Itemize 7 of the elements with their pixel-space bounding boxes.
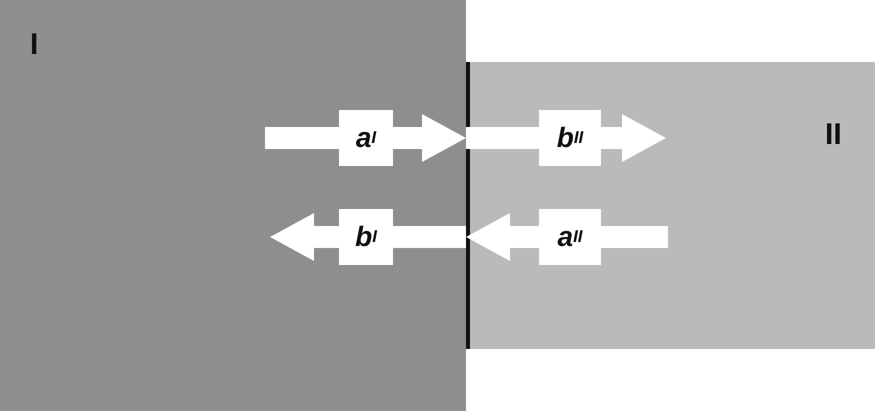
edge-label: b$^{I}$: [339, 209, 393, 265]
edge-label: a$^{II}$: [539, 209, 601, 265]
region-panel: [0, 0, 466, 411]
region-label: II: [825, 120, 842, 150]
edge-label: b$^{II}$: [539, 110, 601, 166]
region-label: I: [30, 30, 38, 60]
edge-label: a$^{I}$: [339, 110, 393, 166]
